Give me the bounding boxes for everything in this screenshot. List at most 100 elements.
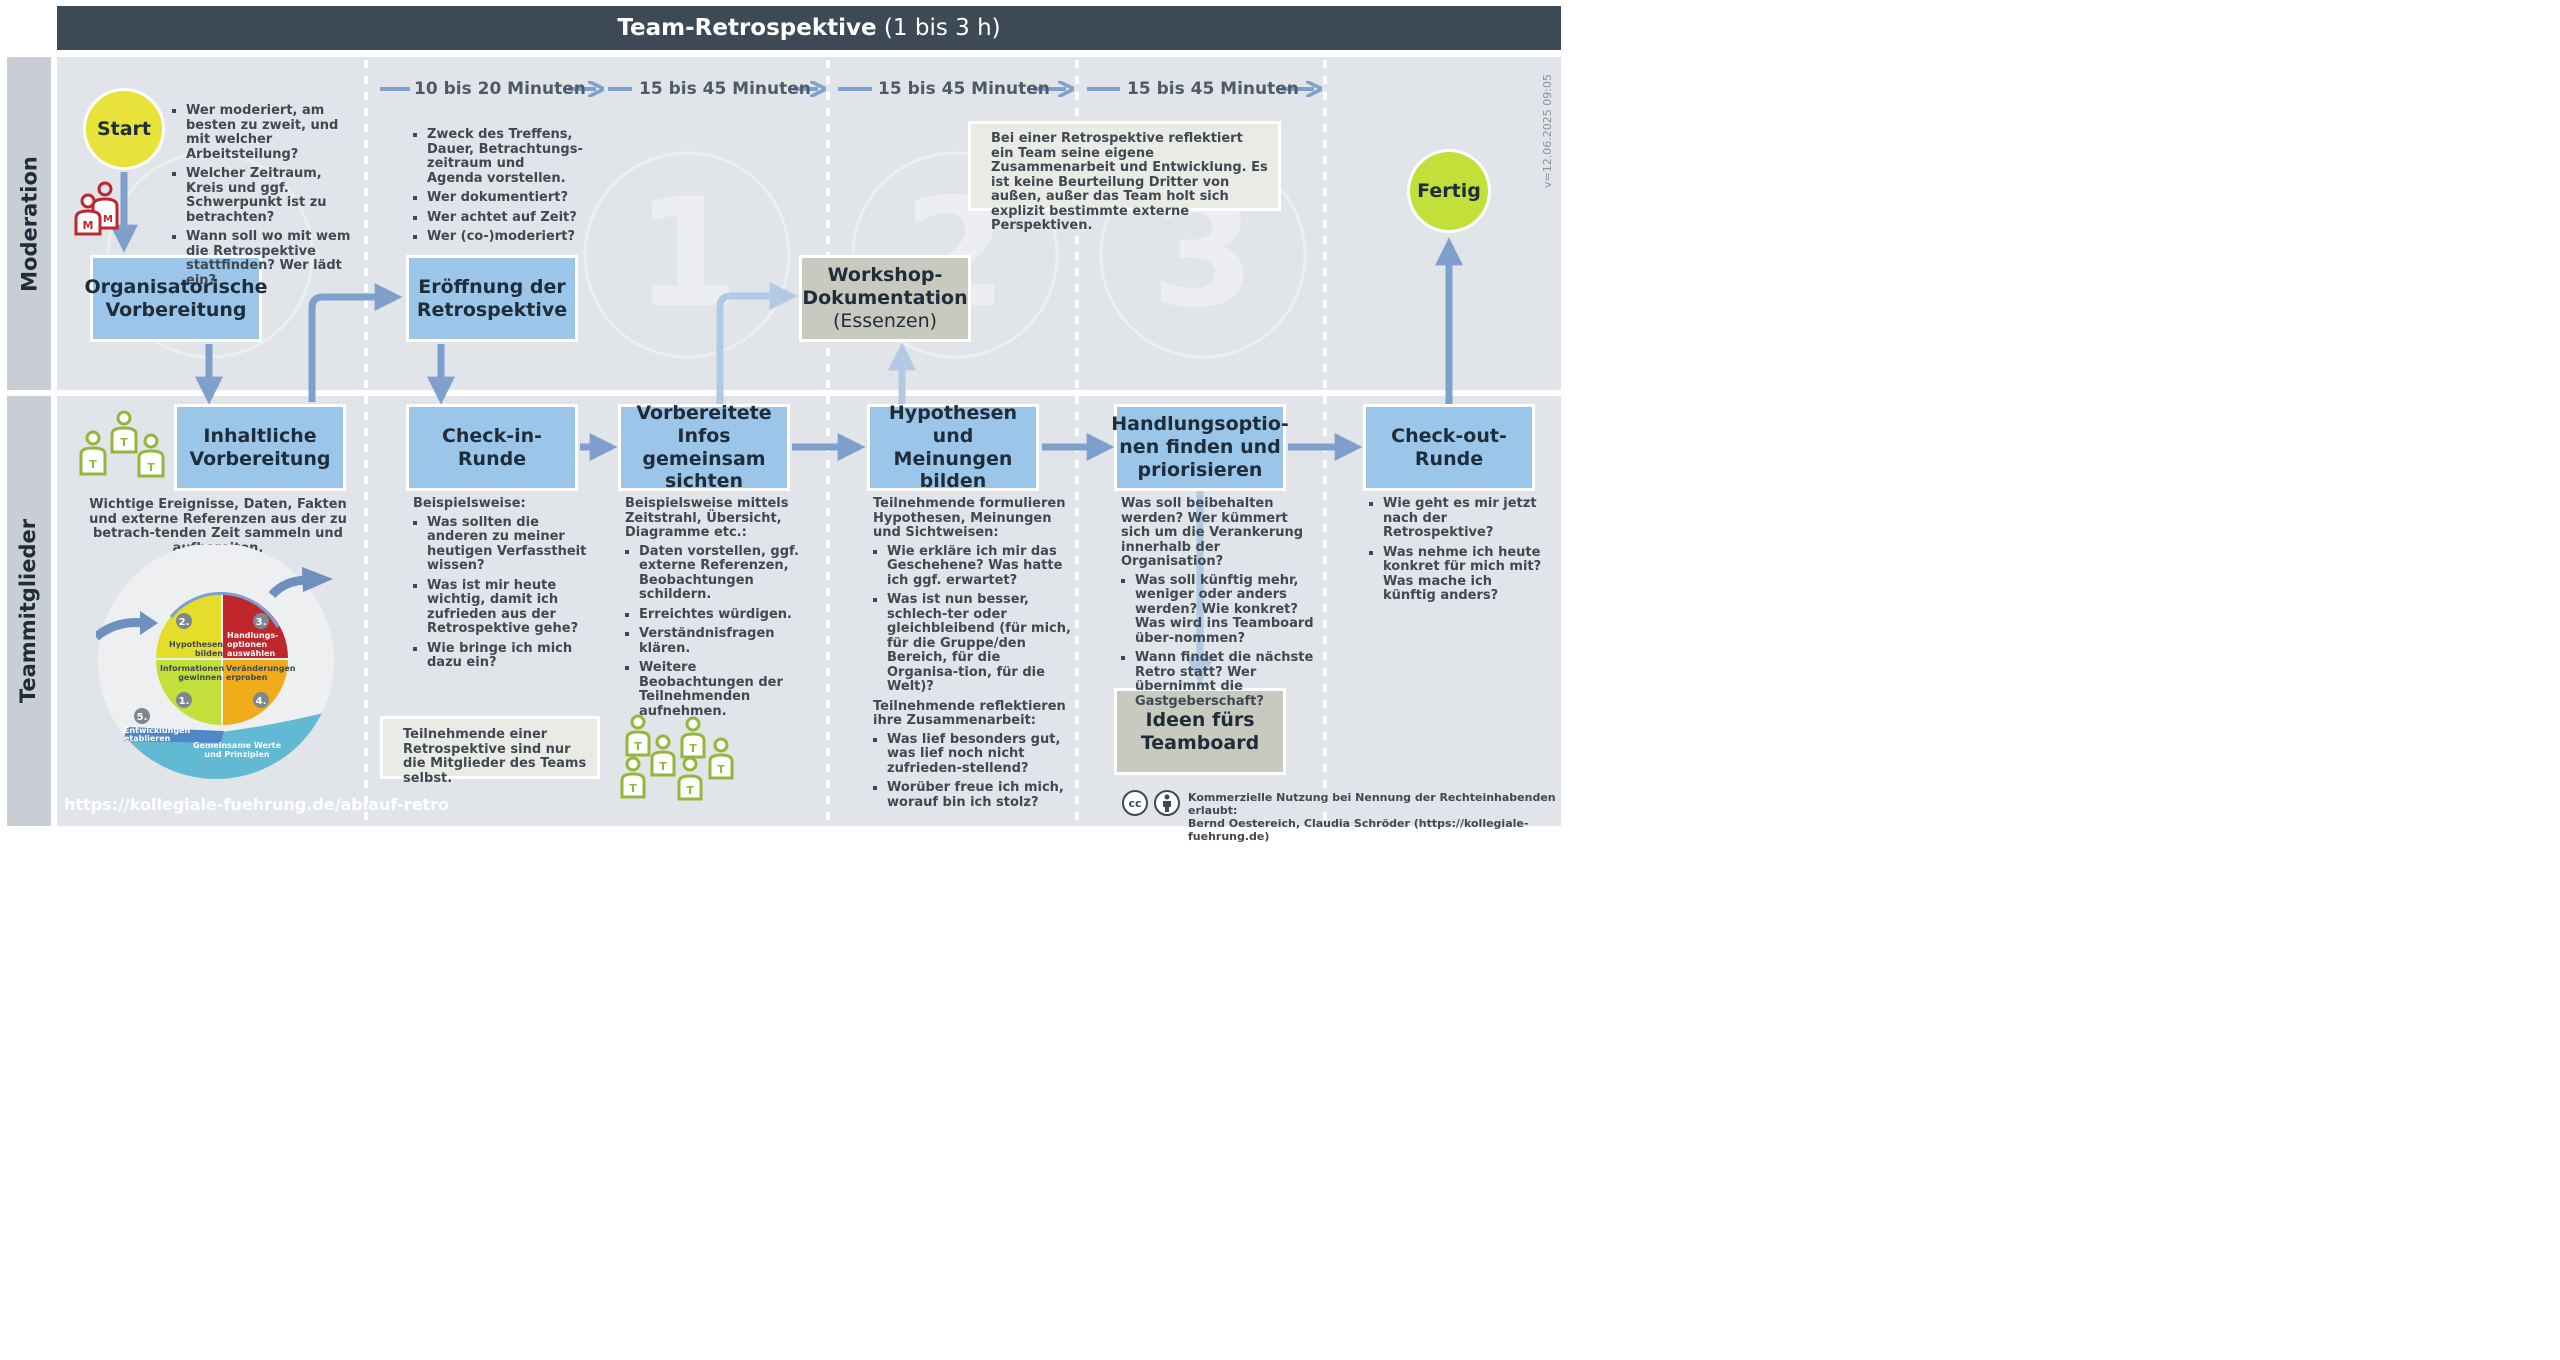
- box-infos: Vorbereitete Infos gemeinsam sichten: [618, 402, 790, 492]
- checkout-text: Wie geht es mir jetzt nach der Retrospek…: [1369, 496, 1549, 609]
- license-text: Kommerzielle Nutzung bei Nennung der Rec…: [1188, 791, 1568, 843]
- box-ideen: Ideen fürs Teamboard: [1114, 688, 1286, 775]
- box-workshop-title: Workshop-Dokumentation: [802, 264, 968, 310]
- cycle-entwicklungen-band: [124, 727, 224, 743]
- cycle-arrow-in: [96, 618, 145, 641]
- duration-label-3: 15 bis 45 Minuten: [878, 79, 1050, 99]
- header-title: Team-Retrospektive (1 bis 3 h): [617, 15, 1000, 41]
- start-node: Start: [83, 88, 165, 170]
- box-inh-vorbereitung: Inhaltliche Vorbereitung: [174, 404, 346, 491]
- cycle-n5: 5.: [137, 712, 148, 723]
- footer-url[interactable]: https://kollegiale-fuehrung.de/ablauf-re…: [64, 795, 449, 814]
- duration-label-1: 10 bis 20 Minuten: [414, 79, 586, 99]
- hyp-question: Wie erkläre ich mir das Geschehene? Was …: [887, 544, 1073, 589]
- handlung-text: Was soll beibehalten werden? Wer kümmert…: [1121, 496, 1317, 714]
- svg-text:T: T: [717, 763, 725, 776]
- cycle-n2: 2.: [179, 617, 190, 628]
- duration-label-2: 15 bis 45 Minuten: [639, 79, 811, 99]
- eroeffnung-item: Wer dokumentiert?: [427, 190, 583, 206]
- lane-label-moderation: [7, 57, 51, 390]
- hyp-question: Was lief besonders gut, was lief noch ni…: [887, 732, 1073, 777]
- box-org-vorbereitung: Organisatorische Vorbereitung: [84, 255, 268, 342]
- box-handlung: Handlungsoptio-nen finden und priorisier…: [1111, 404, 1289, 491]
- checkin-question: Wie bringe ich mich dazu ein?: [427, 641, 588, 671]
- header-bar: Team-Retrospektive (1 bis 3 h): [57, 6, 1561, 50]
- cycle-label-werte: Gemeinsame Werte und Prinzipien: [192, 741, 282, 759]
- box-eroeffnung: Eröffnung der Retrospektive: [406, 255, 578, 342]
- team-members-icon: T T T: [79, 410, 165, 478]
- cc-icon: [1122, 790, 1148, 816]
- arrow-inh-eroeffnung: [308, 283, 403, 402]
- fertig-node: Fertig: [1407, 149, 1491, 233]
- cycle-graphic: 2. 3. 1. 4. 5.: [96, 545, 334, 779]
- start-question: Wann soll wo mit wem die Retrospektive s…: [186, 229, 362, 288]
- eroeffnung-questions: Zweck des Treffens, Dauer, Betrachtungs-…: [413, 127, 583, 250]
- duration-label-4: 15 bis 45 Minuten: [1127, 79, 1299, 99]
- svg-text:T: T: [634, 740, 642, 753]
- phase-circle-1: [583, 151, 791, 359]
- cycle-arrow-out: [268, 575, 307, 599]
- cycle-values-wave: [98, 710, 334, 779]
- infos-text: Beispielsweise mittels Zeitstrahl, Übers…: [625, 496, 810, 724]
- cycle-label-q3: Handlungs-optionen auswählen: [227, 631, 279, 658]
- infos-item: Weitere Beobachtungen der Teilnehmenden …: [639, 660, 810, 719]
- checkin-text: Beispielsweise: Was sollten die anderen …: [413, 496, 588, 676]
- handlung-question: Wann findet die nächste Retro statt? Wer…: [1135, 650, 1317, 709]
- cycle-arrow-in-head: [140, 611, 158, 635]
- start-question: Wer moderiert, am besten zu zweit, und m…: [186, 103, 362, 162]
- svg-text:T: T: [686, 784, 694, 797]
- start-question: Welcher Zeitraum, Kreis und ggf. Schwerp…: [186, 166, 362, 225]
- infos-item: Daten vorstellen, ggf. externe Referenze…: [639, 544, 810, 603]
- svg-text:T: T: [689, 742, 697, 755]
- license-icons: cc: [1122, 790, 1180, 816]
- checkout-question: Wie geht es mir jetzt nach der Retrospek…: [1383, 496, 1549, 541]
- checkin-question: Was ist mir heute wichtig, damit ich zuf…: [427, 578, 588, 637]
- hyp-question: Worüber freue ich mich, worauf bin ich s…: [887, 780, 1073, 810]
- cycle-n1: 1.: [179, 696, 190, 707]
- box-checkout: Check-out-Runde: [1363, 404, 1535, 491]
- start-questions: Wer moderiert, am besten zu zweit, und m…: [172, 103, 362, 293]
- cycle-arrow-out-head: [302, 567, 333, 592]
- svg-text:T: T: [89, 458, 97, 471]
- box-workshop: Workshop-Dokumentation (Essenzen): [799, 255, 971, 342]
- box-workshop-subtitle: (Essenzen): [832, 309, 938, 332]
- eroeffnung-item: Wer (co-)moderiert?: [427, 229, 583, 245]
- eroeffnung-item: Wer achtet auf Zeit?: [427, 210, 583, 226]
- hyp-intro-2: Teilnehmende reflektieren ihre Zusammena…: [873, 698, 1066, 728]
- cc-icon-text: cc: [1128, 797, 1141, 810]
- infos-item: Erreichtes würdigen.: [639, 607, 810, 623]
- cycle-q4: [223, 660, 288, 725]
- teilnehmende-note: Teilnehmende einer Retrospektive sind nu…: [380, 716, 600, 785]
- header-title-rest: (1 bis 3 h): [876, 15, 1001, 41]
- definition-note: Bei einer Retrospektive reflektiert ein …: [968, 121, 1281, 233]
- box-checkin: Check-in-Runde: [406, 404, 578, 491]
- lane-label-team: [7, 396, 51, 826]
- license-line-2: Bernd Oestereich, Claudia Schröder (http…: [1188, 817, 1529, 843]
- checkin-question: Was sollten die anderen zu meiner heutig…: [427, 515, 588, 574]
- phase-number-1: 1: [635, 167, 739, 341]
- checkin-intro: Beispielsweise:: [413, 496, 526, 511]
- svg-text:M: M: [103, 214, 113, 225]
- eroeffnung-item: Zweck des Treffens, Dauer, Betrachtungs-…: [427, 127, 583, 186]
- arrow-infos-workshop: [716, 282, 798, 404]
- box-hypothesen: Hypothesen und Meinungen bilden: [867, 402, 1039, 492]
- cycle-q1: [156, 660, 221, 725]
- handlung-intro: Was soll beibehalten werden? Wer kümmert…: [1121, 496, 1304, 569]
- infos-intro: Beispielsweise mittels Zeitstrahl, Übers…: [625, 496, 789, 540]
- hypothesen-text: Teilnehmende formulieren Hypothesen, Mei…: [873, 496, 1073, 815]
- cycle-n4: 4.: [256, 696, 267, 707]
- lane-divider: [57, 390, 1561, 396]
- header-title-bold: Team-Retrospektive: [617, 15, 877, 41]
- infos-item: Verständnisfragen klären.: [639, 626, 810, 656]
- svg-text:T: T: [147, 461, 155, 474]
- retro-diagram: Team-Retrospektive (1 bis 3 h) Moderatio…: [0, 0, 1568, 843]
- svg-text:T: T: [120, 436, 128, 449]
- hyp-intro: Teilnehmende formulieren Hypothesen, Mei…: [873, 496, 1066, 540]
- svg-text:T: T: [659, 760, 667, 773]
- handlung-question: Was soll künftig mehr, weniger oder ande…: [1135, 573, 1317, 647]
- license-line-1: Kommerzielle Nutzung bei Nennung der Rec…: [1188, 791, 1556, 817]
- cycle-label-q2: Hypothesen bilden: [169, 640, 223, 658]
- cycle-label-q4: Veränderungen erproben: [226, 664, 296, 682]
- cycle-ring: [169, 591, 280, 628]
